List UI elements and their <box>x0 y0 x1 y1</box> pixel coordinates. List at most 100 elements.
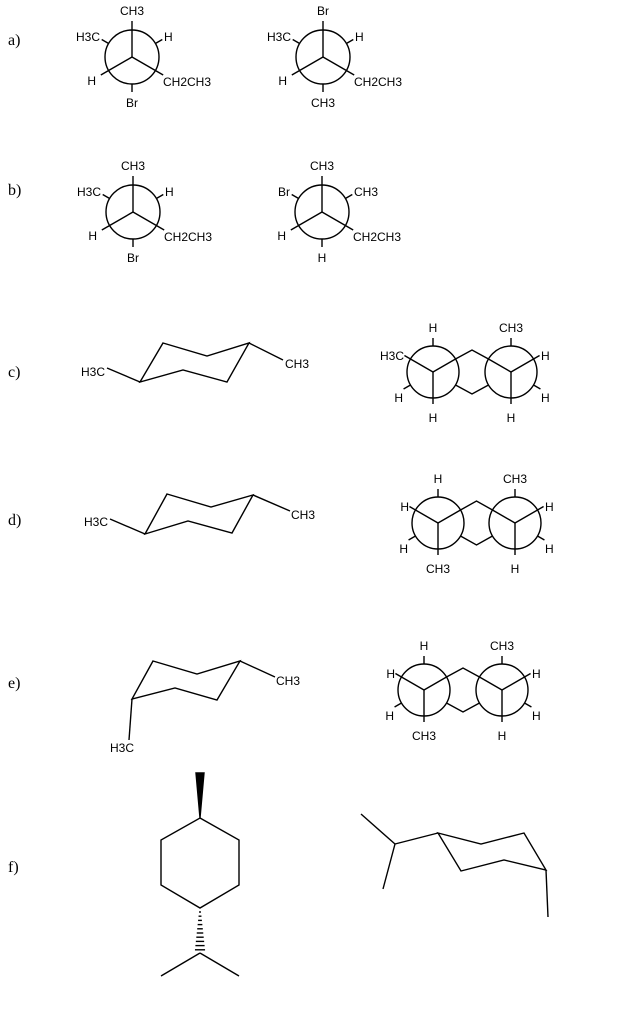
atom-label: H <box>429 321 438 335</box>
atom-label: H <box>87 74 96 88</box>
front-bond <box>432 358 456 373</box>
atom-label: CH2CH3 <box>354 75 402 89</box>
atom-label: CH3 <box>285 357 309 371</box>
back-bond <box>524 702 532 708</box>
atom-label: H <box>88 229 97 243</box>
front-bond <box>395 672 425 691</box>
front-bond <box>510 354 540 373</box>
front-bond <box>132 211 165 231</box>
atom-label: H <box>164 30 173 44</box>
atom-label: CH2CH3 <box>163 75 211 89</box>
atom-label: H <box>429 411 438 425</box>
isopropyl-bond <box>360 813 396 845</box>
isopropyl-bond <box>382 843 396 890</box>
atom-label: H3C <box>81 365 105 379</box>
atom-label: H <box>278 74 287 88</box>
atom-label: H <box>532 667 541 681</box>
bond-line <box>106 367 141 383</box>
atom-label: H <box>394 391 403 405</box>
back-bond <box>346 38 354 45</box>
methyl-bond <box>545 869 549 918</box>
cyclohexane-chair <box>138 341 251 384</box>
front-bond <box>492 509 516 524</box>
atom-label: H <box>545 542 554 556</box>
front-bond <box>322 56 355 76</box>
atom-label: CH3 <box>120 4 144 18</box>
front-bond <box>514 505 544 524</box>
atom-label: CH3 <box>291 508 315 522</box>
part-label-c: c) <box>8 364 20 381</box>
atom-label: CH3 <box>490 639 514 653</box>
cyclohexane-chair <box>436 831 548 872</box>
ring-bridge-bond <box>460 500 493 511</box>
isopropyl-bond <box>160 952 201 977</box>
part-label-e: e) <box>8 675 20 692</box>
atom-label: H <box>318 251 327 265</box>
ring-bridge-bond <box>455 349 489 360</box>
front-bond <box>131 56 164 76</box>
ring-bridge-bond <box>460 535 493 546</box>
back-bond <box>394 702 402 708</box>
part-label-a: a) <box>8 32 20 49</box>
back-bond <box>345 193 353 200</box>
atom-label: CH3 <box>503 472 527 486</box>
back-bond <box>533 384 541 390</box>
atom-label: H <box>355 30 364 44</box>
back-bond <box>156 193 164 200</box>
atom-label: CH3 <box>426 562 450 576</box>
front-bond <box>423 676 447 691</box>
atom-label: CH3 <box>412 729 436 743</box>
atom-label: CH3 <box>276 674 300 688</box>
part-label-d: d) <box>8 512 21 529</box>
front-bond <box>501 672 531 691</box>
part-label-f: f) <box>8 859 19 876</box>
front-bond <box>488 358 512 373</box>
back-bond <box>292 38 300 45</box>
atom-label: H <box>277 229 286 243</box>
front-bond <box>101 211 134 231</box>
back-bond <box>155 38 163 45</box>
atom-label: Br <box>127 251 139 265</box>
bond-line <box>128 698 133 741</box>
ring-bridge-bond <box>446 667 480 678</box>
back-bond <box>408 535 416 541</box>
ring-bridge-bond <box>446 702 480 713</box>
back-bond <box>101 38 109 45</box>
front-bond <box>404 354 434 373</box>
atom-label: H3C <box>76 30 100 44</box>
cyclohexane-ring <box>160 817 240 909</box>
atom-label: H <box>541 391 550 405</box>
front-bond <box>290 211 323 231</box>
atom-label: CH2CH3 <box>353 230 401 244</box>
bond-line <box>109 518 146 535</box>
atom-label: CH3 <box>310 159 334 173</box>
atom-label: H3C <box>267 30 291 44</box>
atom-label: H <box>545 500 554 514</box>
atom-label: H <box>399 542 408 556</box>
front-bond <box>409 505 439 524</box>
ring-bridge-bond <box>455 384 489 395</box>
back-bond <box>403 384 411 390</box>
wedge-bond <box>195 772 205 819</box>
atom-label: H <box>400 500 409 514</box>
front-bond <box>100 56 133 76</box>
atom-label: H <box>541 349 550 363</box>
atom-label: H <box>507 411 516 425</box>
back-bond <box>537 535 545 541</box>
isopropyl-bond <box>199 952 240 977</box>
front-bond <box>479 676 503 691</box>
atom-label: H <box>385 709 394 723</box>
atom-label: Br <box>278 185 290 199</box>
atom-label: H <box>498 729 507 743</box>
atom-label: Br <box>317 4 329 18</box>
atom-label: CH3 <box>311 96 335 110</box>
atom-label: H <box>434 472 443 486</box>
back-bond <box>102 193 110 200</box>
atom-label: H3C <box>77 185 101 199</box>
front-bond <box>321 211 354 231</box>
bond-line <box>252 494 291 512</box>
bond-line <box>248 342 284 361</box>
cyclohexane-chair <box>143 493 255 536</box>
atom-label: CH3 <box>499 321 523 335</box>
